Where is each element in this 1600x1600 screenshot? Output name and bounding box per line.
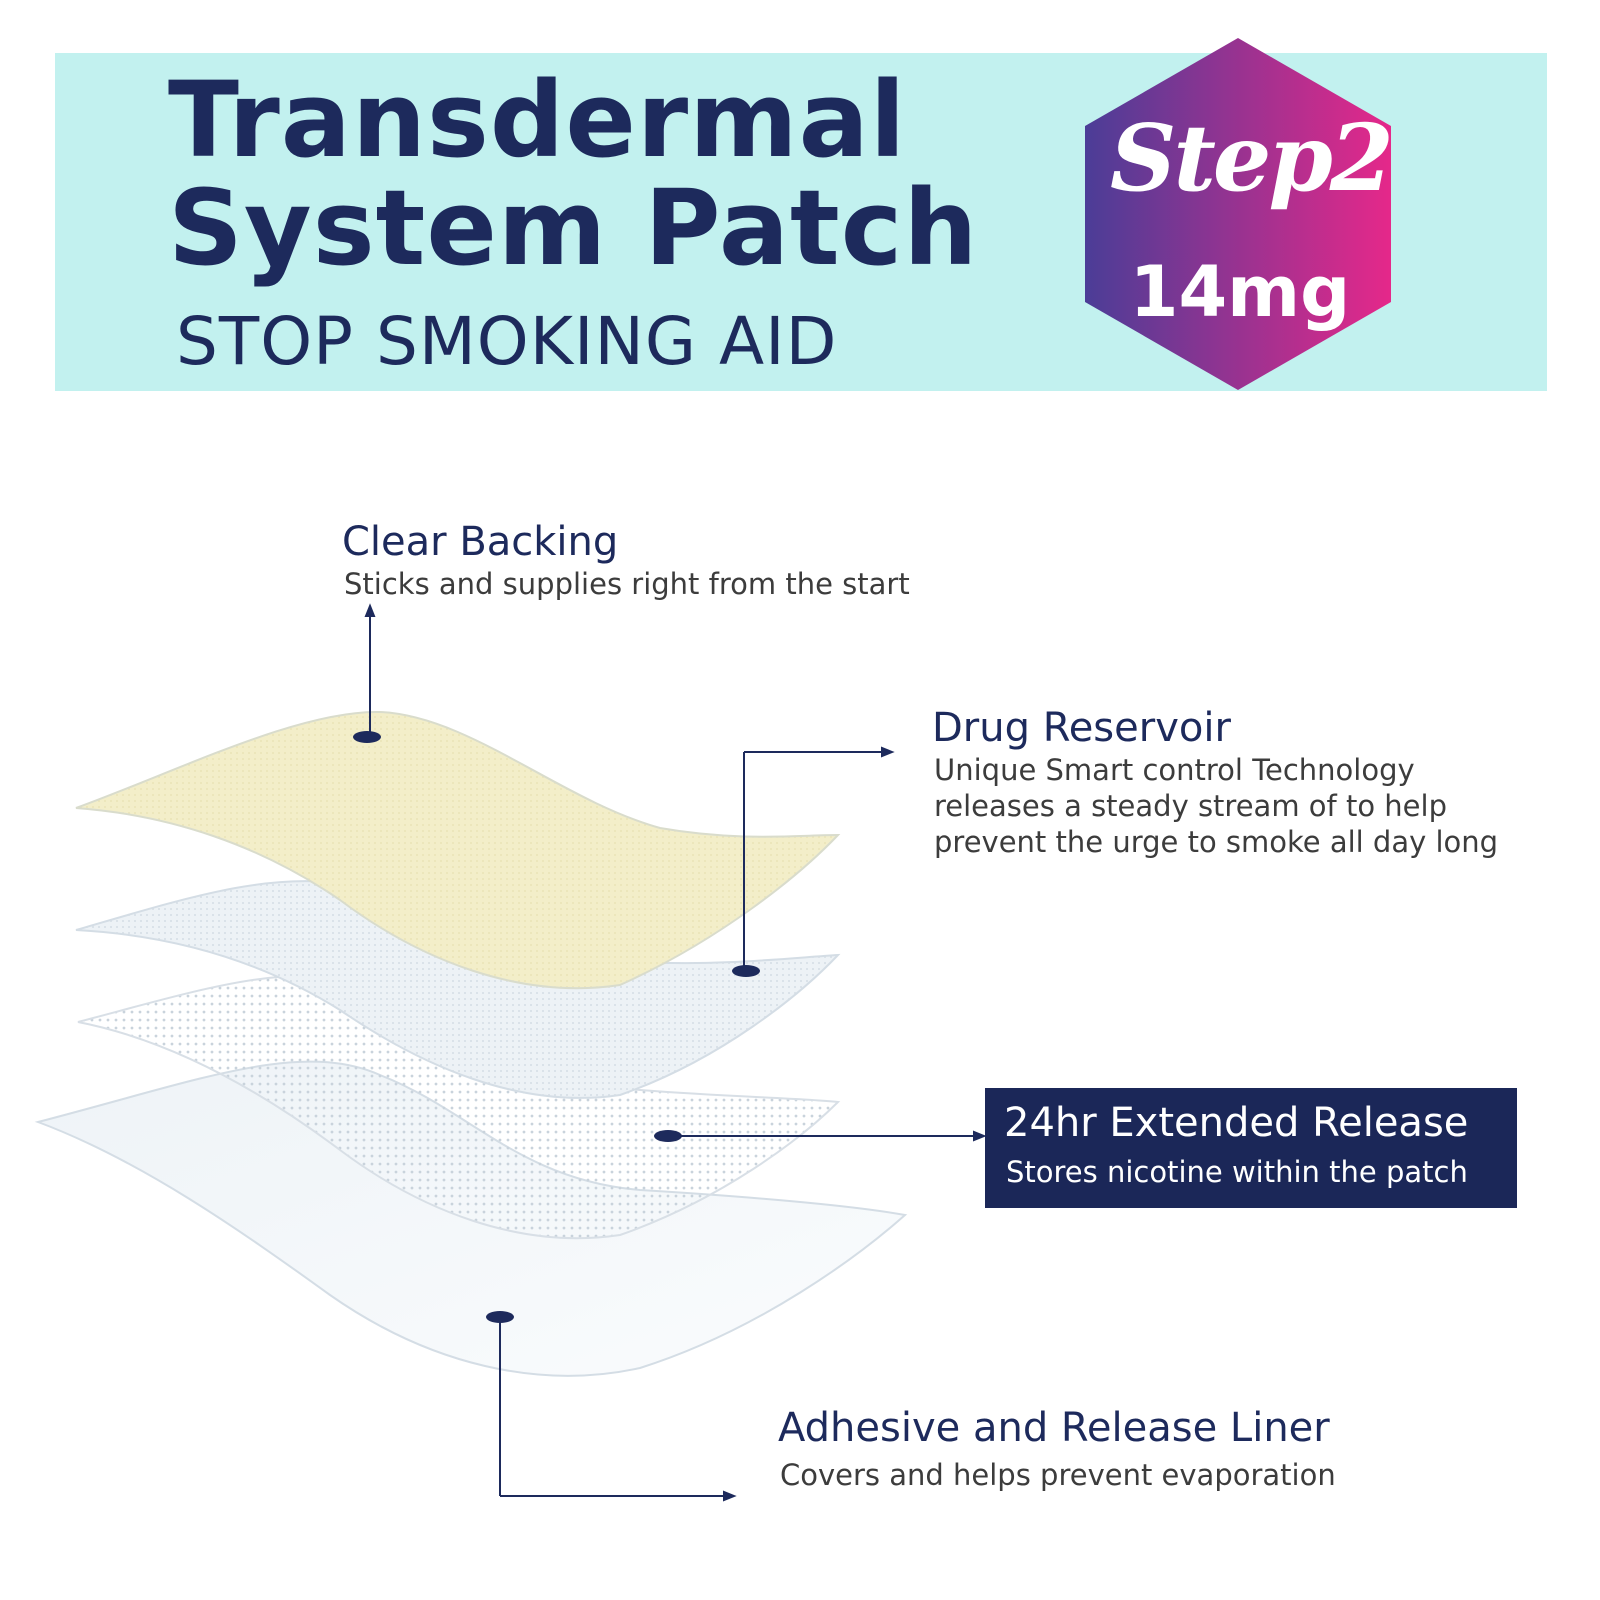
title-line-1: Transdermal [168,59,907,181]
leader-adhesive-liner [486,1311,737,1502]
extended-release-callout [985,1088,1517,1208]
leader-drug-reservoir [732,746,895,977]
subtitle: STOP SMOKING AID [176,303,838,380]
clear-backing-heading: Clear Backing [342,519,619,565]
adhesive-liner-description: Covers and helps prevent evaporation [780,1458,1336,1492]
clear-backing-description: Sticks and supplies right from the start [344,567,910,601]
adhesive-liner-heading: Adhesive and Release Liner [778,1405,1330,1451]
leader-extended-release [654,1130,987,1142]
leader-clear-backing [353,603,381,743]
drug-reservoir-description-line-1: Unique Smart control Technology [934,753,1415,787]
step-badge-hexagon [1085,38,1391,390]
drug-reservoir-description-line-3: prevent the urge to smoke all day long [934,825,1499,859]
badge-step-label: Step2 [1110,104,1394,212]
extended-release-description: Stores nicotine within the patch [1006,1155,1468,1189]
title-line-2: System Patch [168,167,979,289]
drug-reservoir-heading: Drug Reservoir [932,705,1231,751]
drug-reservoir-description-line-2: releases a steady stream of to help [934,789,1447,823]
extended-release-heading: 24hr Extended Release [1004,1100,1469,1146]
badge-dose-label: 14mg [1129,251,1351,333]
